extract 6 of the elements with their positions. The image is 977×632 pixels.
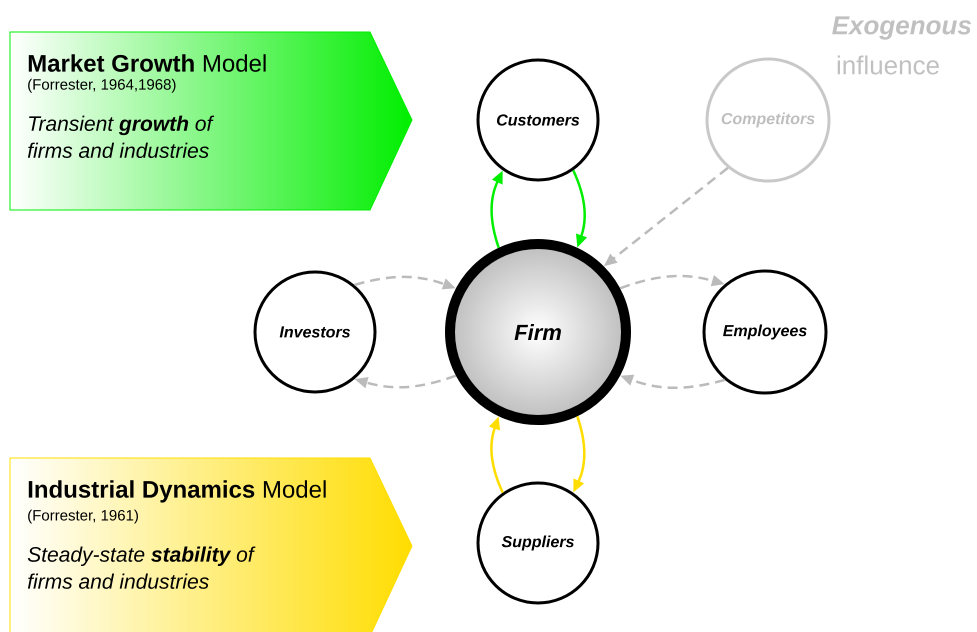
circle-node: Investors <box>254 270 376 394</box>
heading-text: Exogenous <box>832 16 971 40</box>
circle-node: Employees <box>702 270 828 394</box>
circle-node: Competitors <box>706 58 830 182</box>
circle-node: Customers <box>476 58 600 182</box>
circle-node: Suppliers <box>476 482 600 604</box>
